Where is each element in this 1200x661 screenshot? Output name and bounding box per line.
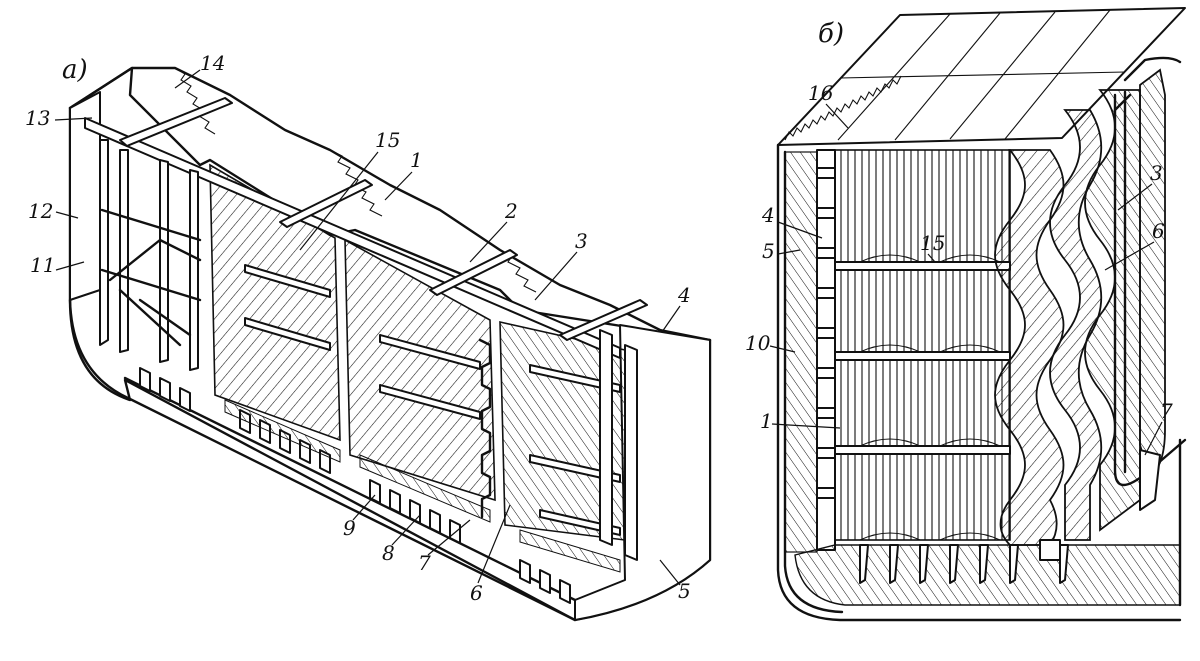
label-b-4: 4 xyxy=(761,203,775,227)
label-b-1: 1 xyxy=(760,409,773,433)
panel-a-labels: а) 14 13 12 11 15 1 2 3 4 5 6 7 8 9 xyxy=(25,51,691,605)
end-plate-5 xyxy=(574,324,711,621)
transverse-bulkhead-1 xyxy=(834,149,1011,541)
label-b-6: 6 xyxy=(1152,219,1165,243)
bracket-7 xyxy=(1139,449,1161,511)
label-a-11: 11 xyxy=(30,253,55,277)
label-a-3: 3 xyxy=(575,229,588,253)
label-b-5: 5 xyxy=(762,239,775,263)
label-a-2: 2 xyxy=(504,199,518,223)
label-a-8: 8 xyxy=(382,541,395,565)
label-b-16: 16 xyxy=(808,81,834,105)
panel-a-cargo-hull-section xyxy=(68,66,712,622)
stringer-15 xyxy=(834,261,1011,271)
label-a-14: 14 xyxy=(200,51,225,75)
label-a-15: 15 xyxy=(375,128,400,152)
panel-b-labels: б) 16 4 5 10 1 15 3 6 7 xyxy=(745,19,1173,456)
panel-b-letter: б) xyxy=(818,19,844,49)
label-b-10: 10 xyxy=(745,331,771,355)
side-frames-10 xyxy=(784,151,818,553)
label-b-15: 15 xyxy=(920,231,945,255)
label-b-7: 7 xyxy=(1160,399,1173,423)
label-a-7: 7 xyxy=(418,551,431,575)
panel-a-letter: а) xyxy=(62,55,88,85)
side-longitudinals xyxy=(816,167,836,499)
label-a-6: 6 xyxy=(470,581,483,605)
label-a-9: 9 xyxy=(343,516,356,540)
label-a-1: 1 xyxy=(410,148,423,172)
panel-b-hull-cross-section xyxy=(776,7,1187,622)
label-a-13: 13 xyxy=(25,106,50,130)
label-a-4: 4 xyxy=(677,283,691,307)
bottom-floors-b xyxy=(859,539,1069,584)
deck-girder-13 xyxy=(84,117,621,359)
label-b-3: 3 xyxy=(1150,161,1163,185)
label-a-12: 12 xyxy=(28,199,53,223)
label-a-5: 5 xyxy=(678,579,691,603)
